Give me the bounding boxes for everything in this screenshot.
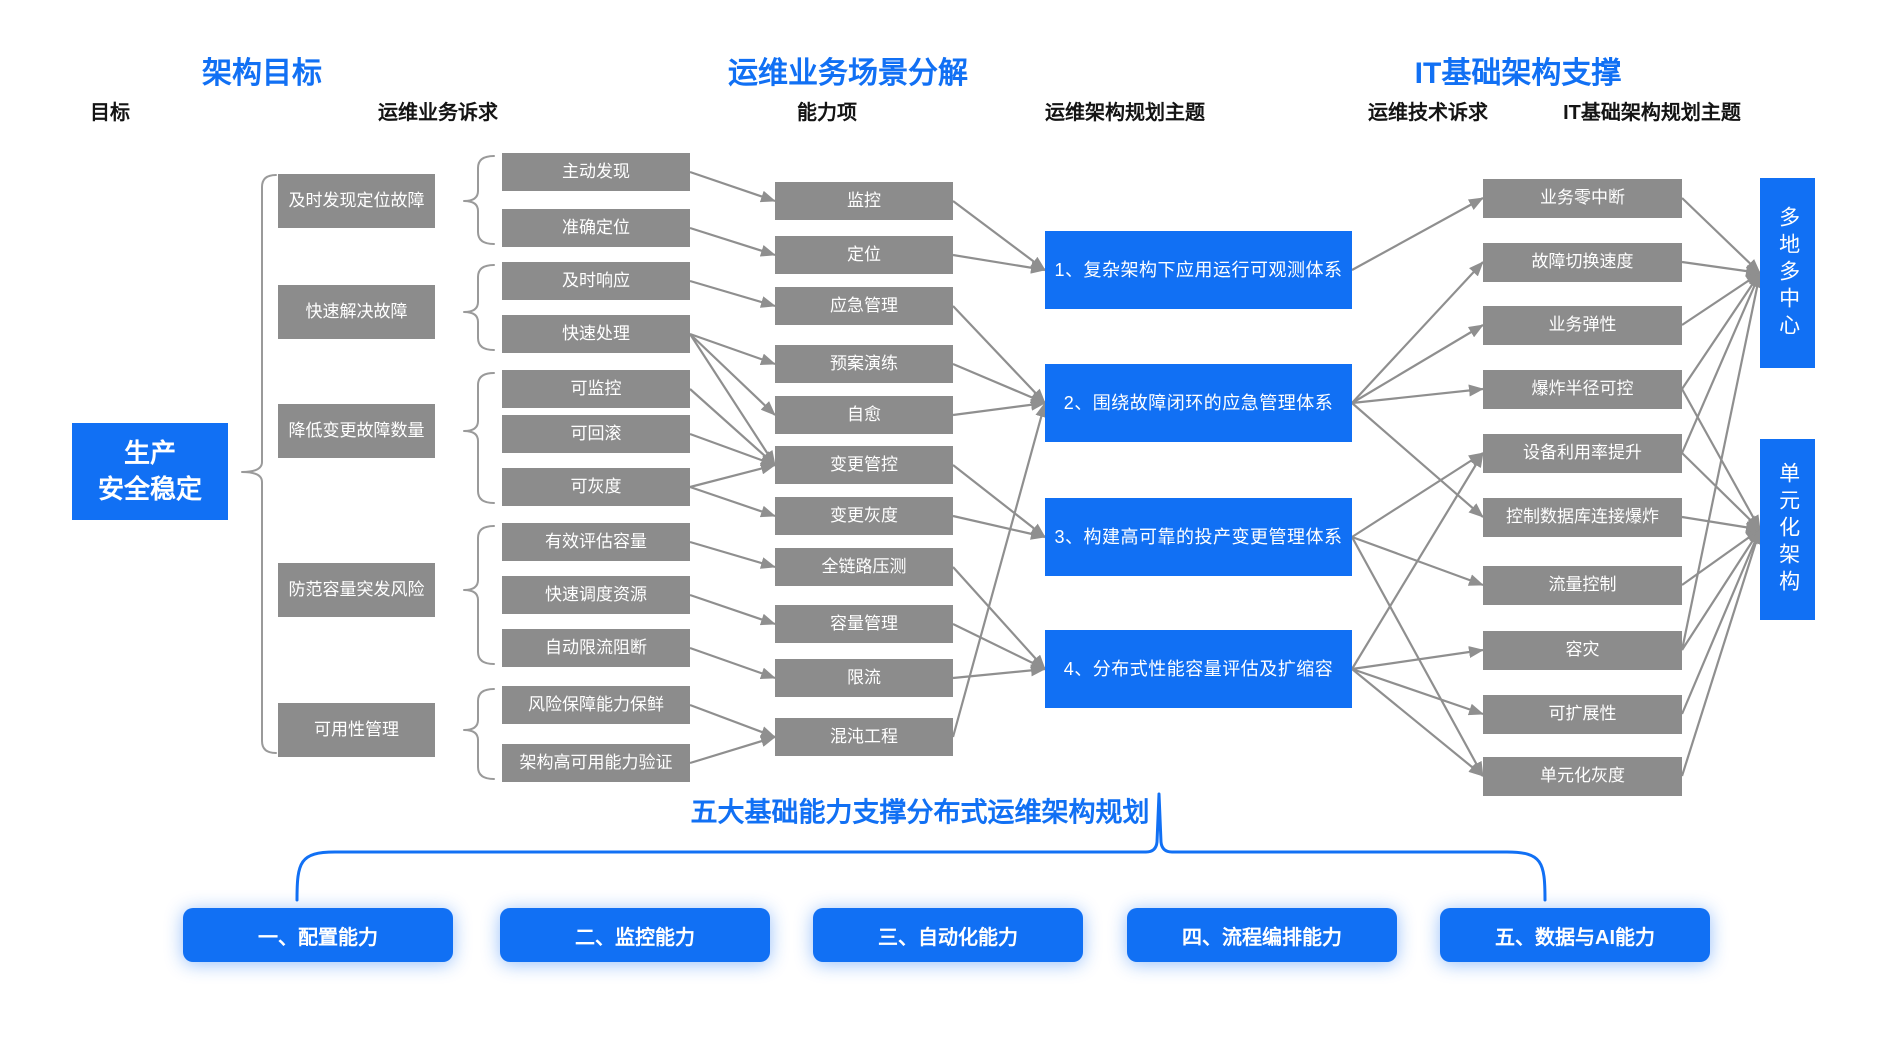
goal-box: 降低变更故障数量 (278, 404, 435, 458)
tech-demand-box: 业务弹性 (1483, 305, 1682, 345)
brace-layer (241, 155, 1547, 902)
capability-box: 应急管理 (775, 287, 953, 325)
capability-box: 自愈 (775, 396, 953, 434)
root-goal-line2: 安全稳定 (97, 473, 202, 504)
capability-button: 二、监控能力 (500, 908, 770, 962)
it-theme-box: 多地多中心 (1760, 178, 1815, 368)
business-demand-box: 准确定位 (502, 209, 690, 247)
capability-box: 变更管控 (775, 446, 953, 484)
business-demand-box: 及时响应 (502, 262, 690, 300)
tech-demand-box: 爆炸半径可控 (1483, 369, 1682, 409)
goal-box: 可用性管理 (278, 703, 435, 757)
capability-box: 变更灰度 (775, 497, 953, 535)
capability-button: 三、自动化能力 (813, 908, 1083, 962)
bottom-title: 五大基础能力支撑分布式运维架构规划 (690, 797, 1150, 828)
business-demand-box: 快速调度资源 (502, 576, 690, 614)
goal-box: 及时发现定位故障 (278, 174, 435, 228)
column-label-business-demand: 运维业务诉求 (378, 102, 498, 124)
business-demand-box: 主动发现 (502, 153, 690, 191)
goal-box: 快速解决故障 (278, 285, 435, 339)
section-header-it-foundation: IT基础架构支撑 (1414, 57, 1622, 90)
capability-box: 混沌工程 (775, 718, 953, 756)
business-demand-box: 风险保障能力保鲜 (502, 686, 690, 724)
capability-box: 预案演练 (775, 345, 953, 383)
business-demand-box: 自动限流阻断 (502, 629, 690, 667)
tech-demand-box: 设备利用率提升 (1483, 433, 1682, 473)
business-demand-box: 可监控 (502, 370, 690, 408)
goal-box: 防范容量突发风险 (278, 563, 435, 617)
tech-demand-box: 业务零中断 (1483, 178, 1682, 218)
capability-box: 定位 (775, 236, 953, 274)
business-demand-box: 有效评估容量 (502, 523, 690, 561)
capability-box: 监控 (775, 182, 953, 220)
it-theme-box: 单元化架构 (1760, 439, 1815, 620)
business-demand-box: 可灰度 (502, 468, 690, 506)
root-goal-line1: 生产 (123, 438, 176, 469)
column-label-tech-demand: 运维技术诉求 (1368, 102, 1488, 124)
capability-box: 限流 (775, 659, 953, 697)
business-demand-box: 快速处理 (502, 315, 690, 353)
column-label-goal: 目标 (90, 102, 130, 124)
tech-demand-box: 容灾 (1483, 630, 1682, 670)
section-header-ops-scenario: 运维业务场景分解 (728, 57, 968, 90)
tech-demand-box: 流量控制 (1483, 565, 1682, 605)
arrow-layer (689, 170, 1764, 777)
tech-demand-box: 可扩展性 (1483, 694, 1682, 734)
ops-theme-box: 3、构建高可靠的投产变更管理体系 (1045, 498, 1352, 576)
capability-button: 一、配置能力 (183, 908, 453, 962)
column-label-capability: 能力项 (797, 102, 857, 124)
business-demand-box: 架构高可用能力验证 (502, 744, 690, 782)
tech-demand-box: 单元化灰度 (1483, 756, 1682, 796)
column-label-ops-theme: 运维架构规划主题 (1045, 102, 1205, 124)
capability-button: 四、流程编排能力 (1127, 908, 1397, 962)
tech-demand-box: 控制数据库连接爆炸 (1483, 497, 1682, 537)
business-demand-box: 可回滚 (502, 415, 690, 453)
capability-box: 容量管理 (775, 605, 953, 643)
column-label-it-theme: IT基础架构规划主题 (1563, 102, 1741, 124)
tech-demand-box: 故障切换速度 (1483, 242, 1682, 282)
section-header-architecture-goal: 架构目标 (202, 57, 322, 90)
root-goal-box: 生产 安全稳定 (72, 423, 228, 520)
capability-button: 五、数据与AI能力 (1440, 908, 1710, 962)
ops-theme-box: 4、分布式性能容量评估及扩缩容 (1045, 630, 1352, 708)
ops-theme-box: 1、复杂架构下应用运行可观测体系 (1045, 231, 1352, 309)
ops-theme-box: 2、围绕故障闭环的应急管理体系 (1045, 364, 1352, 442)
capability-box: 全链路压测 (775, 548, 953, 586)
